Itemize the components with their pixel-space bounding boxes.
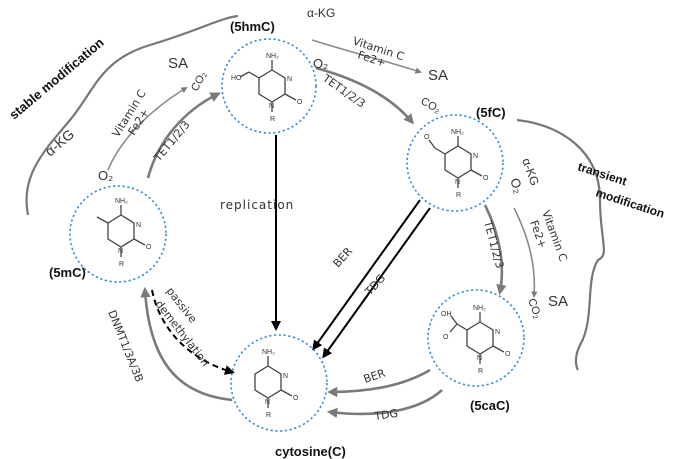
atom-n: N [473,153,478,160]
node-5fc-label: (5fC) [476,105,506,120]
cofactor-co2-right: CO₂ [525,297,543,321]
atom-nh2: NH₂ [266,53,279,60]
structure-5fc: NH₂ O O N N R [424,129,489,199]
atom-o: O [146,244,152,251]
atom-n: N [495,329,500,336]
atom-ho: HO [231,75,242,82]
atom-o: O [293,395,299,402]
arrow-5hmc-to-5fc [315,66,414,125]
structure-5hmc: NH₂ O HO N N R [231,53,303,123]
atom-o: O [505,351,511,358]
node-5mc-label: (5mC) [49,265,86,280]
atom-n: N [283,373,288,380]
ber-label-diagonal: BER [331,245,356,270]
atom-n: N [477,355,482,362]
cofactor-sa-top: SA [428,67,448,84]
atom-nh2: NH₂ [262,349,275,356]
atom-r: R [478,368,483,375]
node-cytosine-label: cytosine(C) [275,444,346,459]
node-5hmc-label: (5hmC) [230,19,275,34]
node-5cac-circle [427,289,525,387]
arrow-cofactor-in-right [513,207,538,298]
dnmt-label: DNMT1/3A/3B [105,308,146,384]
node-5hmc-circle [221,38,317,134]
atom-n: N [265,399,270,406]
atom-o: O [443,334,449,341]
atom-oh: OH [441,311,452,318]
cofactor-o2-right: O₂ [507,176,526,195]
structure-cytosine: NH₂ O N N R [254,349,299,419]
cofactor-akg-top: α-KG [307,6,335,20]
arrow-5fc-to-5cac [483,204,507,296]
cofactor-o2-left: O₂ [98,168,113,183]
arrow-5cac-to-c-ber [326,368,431,398]
cofactor-sa-right: SA [548,293,568,310]
transient-modification-brace [516,118,605,371]
atom-n: N [136,222,141,229]
node-5mc-circle [69,185,167,283]
replication-label: replication [220,198,294,212]
transient-label: transient [576,160,629,189]
atom-n: N [455,179,460,186]
cofactor-tet-right: TET1/2/3 [481,218,506,269]
arrow-5mc-to-c-passive [151,289,235,375]
cofactor-o2-top: O₂ [313,56,328,71]
atom-r: R [270,116,275,123]
cofactor-co2-left: CO₂ [189,69,209,93]
arrow-cofactor-in-left [107,86,188,171]
node-5cac-label: (5caC) [470,398,510,413]
atom-o: O [297,99,303,106]
stable-modification-brace [25,14,239,216]
arrow-c-to-5mc-dnmt [140,286,233,402]
atom-n: N [287,76,292,83]
cofactor-akg-left: α-KG [42,126,78,159]
cofactor-sa-left: SA [168,55,188,72]
arrow-5fc-to-c-tdg [322,207,431,359]
atom-r: R [456,192,461,199]
atom-n: N [269,103,274,110]
node-5fc-circle [406,114,504,212]
cofactor-tet-left: TET1/2/3 [151,118,193,165]
atom-r: R [266,412,271,419]
atom-o: O [483,175,489,182]
atom-nh2: NH₂ [115,198,128,205]
atom-r: R [119,261,124,268]
structure-5cac: NH₂ O OH O N N R [441,305,511,375]
structure-5mc: NH₂ O N N R [96,198,152,268]
atom-nh2: NH₂ [473,305,486,312]
atom-o: O [424,134,430,141]
cofactor-co2-top: CO₂ [419,95,443,116]
node-cytosine-circle [230,334,328,432]
atom-nh2: NH₂ [451,129,464,136]
atom-n: N [118,248,123,255]
arrow-5fc-to-c-ber [312,199,421,351]
ber-label-bottom: BER [362,367,387,386]
modification-label: modification [594,186,666,221]
arrow-5cac-to-c-tdg [326,389,443,419]
stable-modification-label: stable modification [6,35,106,123]
tdg-label-bottom: TDG [373,407,399,423]
arrow-5mc-to-5hmc [146,92,221,179]
arrow-cofactor-in-top [311,39,422,74]
